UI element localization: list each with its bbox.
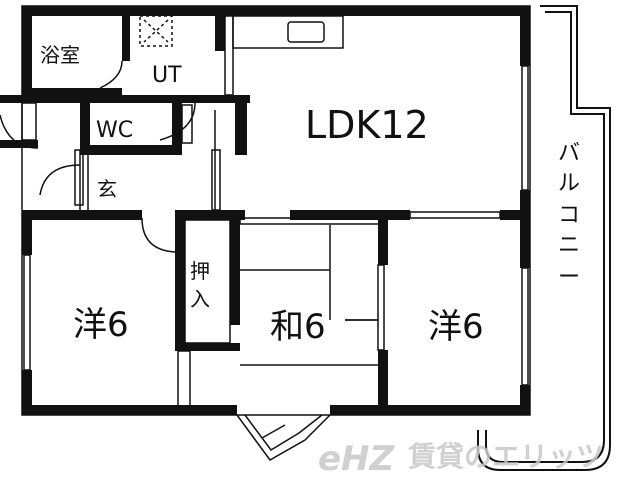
interior-lines xyxy=(0,5,531,461)
watermark: eHZ 賃貸のエリッツ xyxy=(318,439,604,479)
room-label-utility: UT xyxy=(152,63,182,88)
balcony-outline xyxy=(477,5,611,471)
balcony-char: ニ xyxy=(558,233,580,258)
room-label-closet-bottom: 入 xyxy=(190,287,210,311)
balcony-char: ル xyxy=(558,171,580,196)
room-label-japanese: 和6 xyxy=(270,307,326,347)
balcony-char: コ xyxy=(558,203,580,228)
balcony-char: ー xyxy=(558,265,580,290)
room-label-western-left: 洋6 xyxy=(73,305,129,345)
room-label-ldk: LDK12 xyxy=(305,103,429,147)
watermark-text: 賃貸のエリッツ xyxy=(407,440,604,473)
exterior-walls xyxy=(0,6,530,415)
watermark-logo: eHZ xyxy=(318,439,396,479)
room-label-bath: 浴室 xyxy=(40,43,80,67)
room-label-entrance: 玄 xyxy=(97,177,117,201)
balcony-char: バ xyxy=(558,141,580,166)
room-label-wc: WC xyxy=(96,118,133,143)
room-label-closet-top: 押 xyxy=(190,259,210,283)
balcony-label: バ ル コ ニ ー xyxy=(558,141,580,290)
room-label-western-right: 洋6 xyxy=(428,307,484,347)
